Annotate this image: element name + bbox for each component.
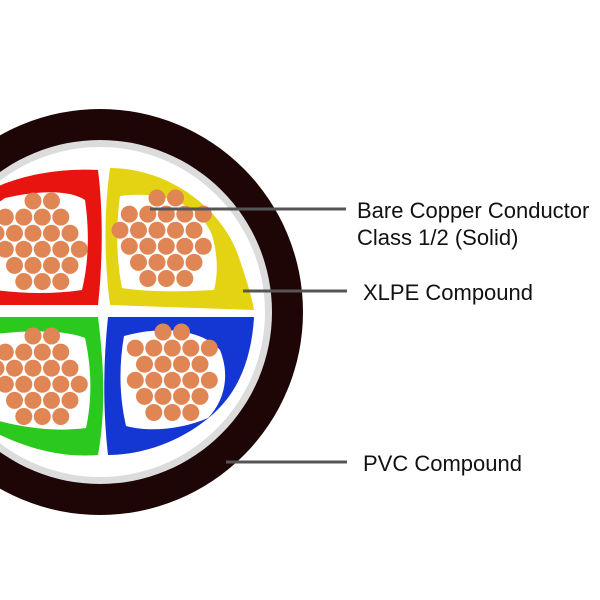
copper-strand xyxy=(145,371,163,389)
copper-strand xyxy=(0,375,14,393)
copper-strand xyxy=(136,355,153,373)
copper-strand xyxy=(24,256,42,274)
copper-strand xyxy=(0,240,14,258)
copper-strand xyxy=(167,189,184,207)
copper-strand xyxy=(157,270,175,287)
copper-strand xyxy=(43,192,60,210)
copper-strand xyxy=(154,323,172,341)
copper-strand xyxy=(6,359,23,377)
copper-strand xyxy=(0,360,5,376)
copper-strand xyxy=(6,391,23,409)
copper-strand xyxy=(24,327,42,345)
copper-strand xyxy=(6,224,23,242)
copper-strand xyxy=(194,237,212,255)
copper-strand xyxy=(154,355,172,373)
copper-strand xyxy=(52,375,70,393)
copper-strand xyxy=(43,327,60,345)
copper-strand xyxy=(163,339,181,357)
label-pvc-compound: PVC Compound xyxy=(363,451,522,476)
copper-strand xyxy=(6,256,23,274)
copper-strand xyxy=(43,224,60,242)
copper-strand xyxy=(43,359,60,377)
copper-strand xyxy=(43,391,60,409)
copper-strand xyxy=(145,339,163,357)
copper-strand xyxy=(130,253,147,271)
copper-strand xyxy=(185,253,203,271)
copper-strand xyxy=(15,408,33,425)
copper-strand xyxy=(33,408,51,425)
label-conductor-line2: Class 1/2 (Solid) xyxy=(357,225,519,250)
copper-strand xyxy=(126,371,144,389)
copper-strand xyxy=(200,371,218,389)
copper-strand xyxy=(111,221,129,239)
copper-strand xyxy=(52,273,70,290)
copper-strand xyxy=(24,224,42,242)
copper-strand xyxy=(61,224,79,242)
copper-strand xyxy=(139,237,157,255)
label-bare-copper-conductor: Bare Copper Conductor Class 1/2 (Solid) xyxy=(357,197,589,251)
copper-strand xyxy=(24,391,42,409)
copper-strand xyxy=(0,343,14,361)
copper-strand xyxy=(15,343,33,361)
copper-strand xyxy=(139,270,157,287)
copper-strands xyxy=(0,189,218,425)
copper-strand xyxy=(24,192,42,210)
copper-strand xyxy=(163,371,181,389)
copper-strand xyxy=(148,189,166,207)
copper-strand xyxy=(24,359,42,377)
copper-strand xyxy=(126,339,144,357)
copper-strand xyxy=(52,208,70,226)
copper-strand xyxy=(33,343,51,361)
label-xlpe-compound: XLPE Compound xyxy=(363,280,533,305)
copper-strand xyxy=(15,208,33,226)
copper-strand xyxy=(15,375,33,393)
copper-strand xyxy=(167,253,184,271)
label-conductor-line1: Bare Copper Conductor xyxy=(357,198,590,223)
copper-strand xyxy=(61,256,79,274)
copper-strand xyxy=(70,240,88,258)
copper-strand xyxy=(52,240,70,258)
copper-strand xyxy=(43,256,60,274)
copper-strand xyxy=(70,375,88,393)
copper-strand xyxy=(157,237,175,255)
copper-strand xyxy=(191,387,209,405)
copper-strand xyxy=(52,408,70,425)
copper-strand xyxy=(33,208,51,226)
copper-strand xyxy=(182,371,200,389)
copper-strand xyxy=(120,205,138,223)
copper-strand xyxy=(0,208,14,226)
copper-strand xyxy=(182,339,200,357)
copper-strand xyxy=(167,221,184,239)
copper-strand xyxy=(173,323,190,341)
copper-strand xyxy=(148,253,166,271)
copper-strand xyxy=(145,404,163,421)
copper-strand xyxy=(163,404,181,421)
copper-strand xyxy=(33,240,51,258)
copper-strand xyxy=(61,391,79,409)
copper-strand xyxy=(15,240,33,258)
copper-strand xyxy=(15,273,33,290)
copper-strand xyxy=(182,404,200,421)
copper-strand xyxy=(33,375,51,393)
copper-strand xyxy=(52,343,70,361)
copper-strand xyxy=(176,270,194,287)
copper-strand xyxy=(173,387,190,405)
copper-strand xyxy=(33,273,51,290)
copper-strand xyxy=(185,221,203,239)
copper-strand xyxy=(136,387,153,405)
copper-strand xyxy=(130,221,147,239)
copper-strand xyxy=(191,355,209,373)
copper-strand xyxy=(148,221,166,239)
copper-strand xyxy=(0,225,5,241)
copper-strand xyxy=(173,355,190,373)
copper-strand xyxy=(61,359,79,377)
copper-strand xyxy=(120,237,138,255)
copper-strand xyxy=(200,339,218,357)
copper-strand xyxy=(154,387,172,405)
copper-strand xyxy=(176,237,194,255)
